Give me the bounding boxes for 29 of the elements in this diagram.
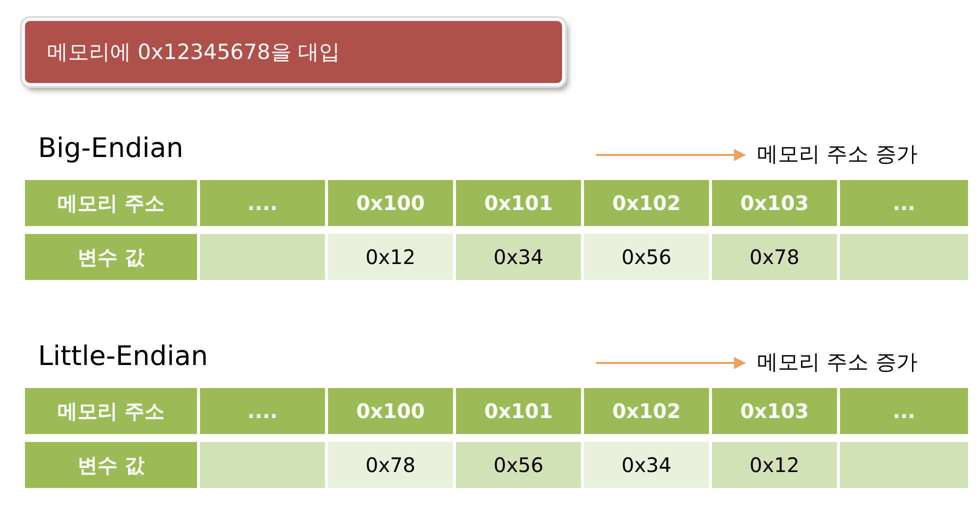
column-header-cell: 0x103	[712, 180, 837, 226]
table-cell: 0x56	[584, 234, 709, 280]
table-cell: 0x12	[328, 234, 453, 280]
column-header-cell: ....	[200, 180, 325, 226]
table-cell: 0x78	[712, 234, 837, 280]
row-header-cell: 변수 값	[25, 442, 197, 488]
column-header-cell: 0x101	[456, 388, 581, 434]
column-header-cell: 0x102	[584, 180, 709, 226]
column-header-cell: 0x100	[328, 180, 453, 226]
column-header-cell: 0x101	[456, 180, 581, 226]
arrow-label: 메모리 주소 증가	[757, 141, 918, 168]
title-banner: 메모리에 0x12345678을 대입	[22, 18, 565, 86]
section-heading: Big-Endian	[38, 133, 184, 166]
column-header-cell: ....	[200, 388, 325, 434]
section-heading: Little-Endian	[38, 341, 208, 374]
column-header-cell: ...	[840, 388, 968, 434]
column-header-cell: ...	[840, 180, 968, 226]
arrow-label: 메모리 주소 증가	[757, 349, 918, 376]
table-cell: 0x56	[456, 442, 581, 488]
row-header-cell: 메모리 주소	[25, 180, 197, 226]
table-cell: 0x78	[328, 442, 453, 488]
row-header-cell: 메모리 주소	[25, 388, 197, 434]
column-header-cell: 0x100	[328, 388, 453, 434]
table-cell: 0x34	[584, 442, 709, 488]
row-header-cell: 변수 값	[25, 234, 197, 280]
table-cell: 0x12	[712, 442, 837, 488]
column-header-cell: 0x103	[712, 388, 837, 434]
table-cell: 0x34	[456, 234, 581, 280]
column-header-cell: 0x102	[584, 388, 709, 434]
